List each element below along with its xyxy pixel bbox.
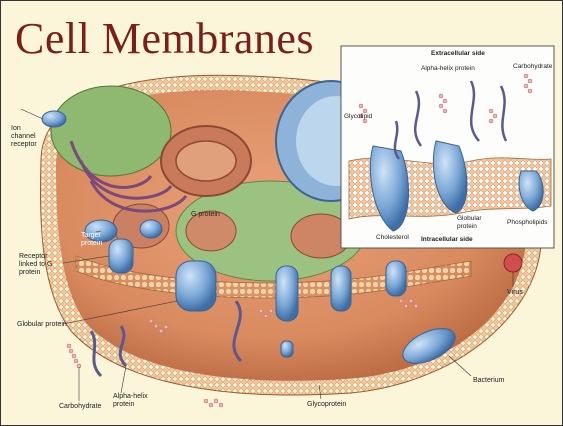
protein-5	[386, 261, 406, 296]
label-receptor-linked: Receptor linked to G protein	[19, 253, 63, 277]
golgi-ring-inner	[176, 141, 236, 181]
label-bacterium: Bacterium	[473, 377, 505, 385]
label-glycoprotein: Glycoprotein	[307, 401, 346, 409]
label-target-protein: Target protein	[81, 232, 107, 248]
green-organelle	[51, 86, 171, 176]
label-ion-channel-receptor: Ion channel receptor	[11, 125, 45, 149]
label-alpha-helix-protein: Alpha-helix protein	[113, 393, 157, 409]
inset-label-intracellular: Intracellular side	[421, 236, 473, 244]
inset-label-globular-protein: Globular protein	[457, 215, 497, 230]
inset-label-cholesterol: Cholesterol	[376, 234, 409, 242]
inset-label-carbohydrate: Carbohydrate	[513, 63, 552, 71]
label-carbohydrate: Carbohydrate	[59, 403, 101, 411]
inset-label-alpha-helix: Alpha-helix protein	[421, 65, 475, 73]
protein-3	[276, 266, 298, 321]
protein-4	[331, 266, 351, 311]
ion-channel-receptor	[42, 111, 66, 127]
label-g-protein: G protein	[191, 211, 223, 219]
g-protein	[140, 220, 162, 238]
protein-6	[281, 341, 293, 357]
label-virus: Virus	[507, 289, 523, 297]
inset-label-extracellular: Extracellular side	[431, 50, 485, 58]
protein-2	[176, 261, 216, 311]
inset-label-phospholipids: Phospholipids	[507, 219, 547, 227]
protein-1	[109, 239, 133, 273]
virus-shape	[504, 254, 522, 272]
inset-label-glycolipid: Glycolipid	[344, 113, 372, 121]
page-title: Cell Membranes	[15, 13, 314, 64]
label-globular-protein: Globular protein	[17, 321, 67, 329]
